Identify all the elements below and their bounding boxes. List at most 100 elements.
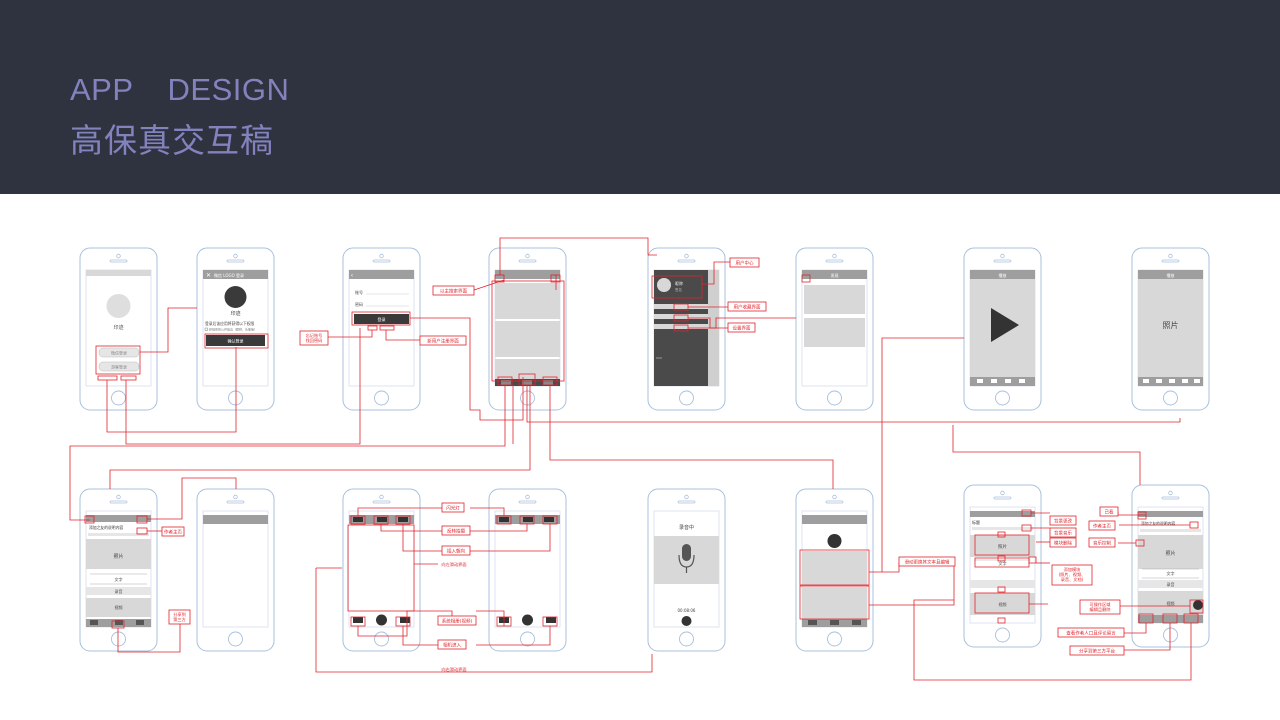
phone-post-view: 添加之友的说明内容 照片 文字 录音 视频 bbox=[1131, 484, 1210, 648]
svg-text:作者主页: 作者主页 bbox=[1093, 523, 1111, 530]
annotation-user-collection: 用户收藏界面 bbox=[727, 301, 767, 312]
annotation-move-edit: 滑动更换其文本且编辑 bbox=[898, 556, 956, 567]
microphone-icon bbox=[682, 544, 691, 561]
post-view-video: 视频 bbox=[1167, 600, 1175, 606]
annotation-module-delete: 模块删除 bbox=[1049, 537, 1077, 548]
recording-status: 录音中 bbox=[679, 524, 694, 531]
svg-text:设置界面: 设置界面 bbox=[733, 325, 751, 332]
annotation-photo-select: 相机进入 bbox=[437, 639, 467, 650]
annotation-share-third: 分享到第三方 bbox=[168, 609, 191, 625]
annotation-home-search: 以主搜索界面 bbox=[432, 285, 475, 296]
welcome-name: 印迹 bbox=[113, 324, 123, 331]
phone-editor: 标题 照片 文字 视频 bbox=[963, 484, 1042, 648]
phone-home bbox=[488, 247, 567, 411]
annotation-view-comment: 查看作者人口且评论留言 bbox=[1057, 627, 1125, 638]
annotation-labels: 以主搜索界面 用户中心 用户收藏界面 设置界面 忘记账号找回密码 新用户注册界面… bbox=[161, 257, 1125, 673]
discover-title: 发现 bbox=[831, 272, 839, 278]
author-page-title: 添加之友的说明内容 bbox=[89, 525, 123, 530]
svg-text:分享到第三方平台: 分享到第三方平台 bbox=[1079, 648, 1115, 655]
login-button[interactable] bbox=[354, 314, 409, 324]
svg-text:向右滑动界面: 向右滑动界面 bbox=[441, 666, 466, 673]
phone-recording: 录音中 00:08:06 bbox=[647, 488, 726, 652]
wechat-bar-text: 微信 LOGO 登录 bbox=[214, 272, 244, 278]
wechat-app-name: 印迹 bbox=[230, 310, 240, 317]
recording-time: 00:08:06 bbox=[678, 608, 696, 613]
svg-text:插入朝向: 插入朝向 bbox=[447, 548, 465, 555]
svg-text:可操作区域编辑且删除: 可操作区域编辑且删除 bbox=[1090, 601, 1112, 613]
author-page-video: 视频 bbox=[115, 604, 123, 610]
svg-text:背景更改: 背景更改 bbox=[1054, 518, 1072, 525]
author-page-text: 文字 bbox=[115, 576, 123, 582]
phone-blank bbox=[196, 488, 275, 652]
annotation-album: 系统相册(视频) bbox=[437, 615, 477, 626]
svg-text:反转拍摄: 反转拍摄 bbox=[447, 528, 465, 535]
phone-photo-viewer: 播放 照片 bbox=[1131, 247, 1210, 411]
annotation-beauty: 插入朝向 bbox=[441, 545, 471, 556]
annotation-flash: 闪光灯 bbox=[441, 502, 465, 513]
wechat-permission-text: 登录后该应用将获得以下权限 bbox=[205, 321, 255, 326]
account-label: 账号 bbox=[355, 289, 363, 295]
annotation-add-module: 添加模块(照片、视频、录音、文档) bbox=[1051, 564, 1093, 586]
editor-text: 文字 bbox=[999, 560, 1007, 566]
photo-viewer-content: 照片 bbox=[1163, 320, 1179, 330]
phone-drawer: 昵称 签名 bbox=[647, 247, 726, 411]
phone-author-page: 添加之友的说明内容 照片 文字 录音 视频 bbox=[79, 488, 158, 652]
svg-text:用户收藏界面: 用户收藏界面 bbox=[734, 304, 761, 311]
post-view-photo: 照片 bbox=[1165, 550, 1175, 557]
wechat-login-button[interactable] bbox=[98, 347, 140, 358]
svg-text:向左滑动界面: 向左滑动界面 bbox=[441, 561, 466, 568]
annotation-bg-edit: 背景更改 bbox=[1049, 515, 1077, 526]
password-label: 密码 bbox=[355, 301, 363, 307]
drawer-nickname: 昵称 bbox=[675, 280, 683, 286]
svg-text:音乐控制: 音乐控制 bbox=[1093, 540, 1111, 547]
svg-text:闪光灯: 闪光灯 bbox=[446, 505, 460, 512]
phone-video-player: 播放 bbox=[963, 247, 1042, 411]
svg-text:背景音乐: 背景音乐 bbox=[1054, 530, 1072, 537]
drawer-signature: 签名 bbox=[675, 287, 682, 292]
phone-camera-2 bbox=[488, 488, 567, 652]
confirm-login-button[interactable] bbox=[206, 335, 265, 346]
annotation-bg-music: 背景音乐 bbox=[1049, 527, 1077, 538]
title-app: APP bbox=[70, 72, 134, 107]
annotation-edit-view: 可操作区域编辑且删除 bbox=[1079, 599, 1121, 615]
shutter-button[interactable] bbox=[376, 614, 387, 626]
close-icon[interactable]: ✕ bbox=[206, 273, 211, 279]
annotation-author-home-2: 作者主页 bbox=[1088, 520, 1116, 531]
svg-text:新用户注册界面: 新用户注册界面 bbox=[427, 338, 459, 345]
svg-text:忘记账号找回密码: 忘记账号找回密码 bbox=[306, 332, 323, 344]
editor-title: 标题 bbox=[972, 519, 980, 525]
post-view-text: 文字 bbox=[1167, 570, 1175, 576]
annotation-camera-flip: 反转拍摄 bbox=[441, 525, 471, 536]
record-stop-button[interactable] bbox=[681, 616, 692, 626]
play-icon[interactable] bbox=[991, 308, 1019, 342]
back-icon[interactable]: ‹ bbox=[351, 273, 353, 279]
phone-welcome: 印迹 微信登录 游客登录 bbox=[79, 247, 158, 411]
annotation-music-control: 音乐控制 bbox=[1088, 537, 1116, 548]
svg-text:用户中心: 用户中心 bbox=[736, 260, 754, 267]
editor-photo: 照片 bbox=[998, 543, 1007, 550]
phone-edit-list bbox=[795, 488, 874, 652]
guest-login-label: 游客登录 bbox=[111, 364, 127, 370]
phone-login: ‹ 账号 密码 登录 bbox=[342, 247, 421, 411]
guest-login-button[interactable] bbox=[98, 361, 140, 372]
author-page-audio: 录音 bbox=[115, 588, 123, 594]
author-page-photo: 照片 bbox=[113, 553, 123, 560]
post-view-title: 添加之友的说明内容 bbox=[1141, 521, 1175, 526]
shutter-button-2[interactable] bbox=[522, 614, 533, 626]
annotation-user-center: 用户中心 bbox=[729, 257, 760, 268]
video-title: 播放 bbox=[999, 272, 1007, 278]
svg-text:添加模块(照片、视频、录音、文档): 添加模块(照片、视频、录音、文档) bbox=[1059, 566, 1086, 583]
svg-text:以主搜索界面: 以主搜索界面 bbox=[440, 288, 467, 295]
annotation-collect: 已看 bbox=[1099, 506, 1119, 517]
wechat-permission-sub: 获得你的公开信息（昵称、头像等） bbox=[209, 327, 257, 332]
svg-text:分享到第三方: 分享到第三方 bbox=[173, 611, 186, 623]
svg-text:滑动更换其文本且编辑: 滑动更换其文本且编辑 bbox=[905, 559, 950, 566]
svg-text:系统相册(视频): 系统相册(视频) bbox=[442, 618, 473, 625]
photo-viewer-title: 播放 bbox=[1167, 272, 1175, 278]
svg-text:查看作者人口且评论留言: 查看作者人口且评论留言 bbox=[1066, 630, 1116, 637]
confirm-login-label: 确认登录 bbox=[228, 338, 244, 344]
annotation-share-third-2: 分享到第三方平台 bbox=[1069, 645, 1125, 656]
annotation-to-left: 向右滑动界面 bbox=[441, 666, 466, 673]
phone-camera bbox=[342, 488, 421, 652]
